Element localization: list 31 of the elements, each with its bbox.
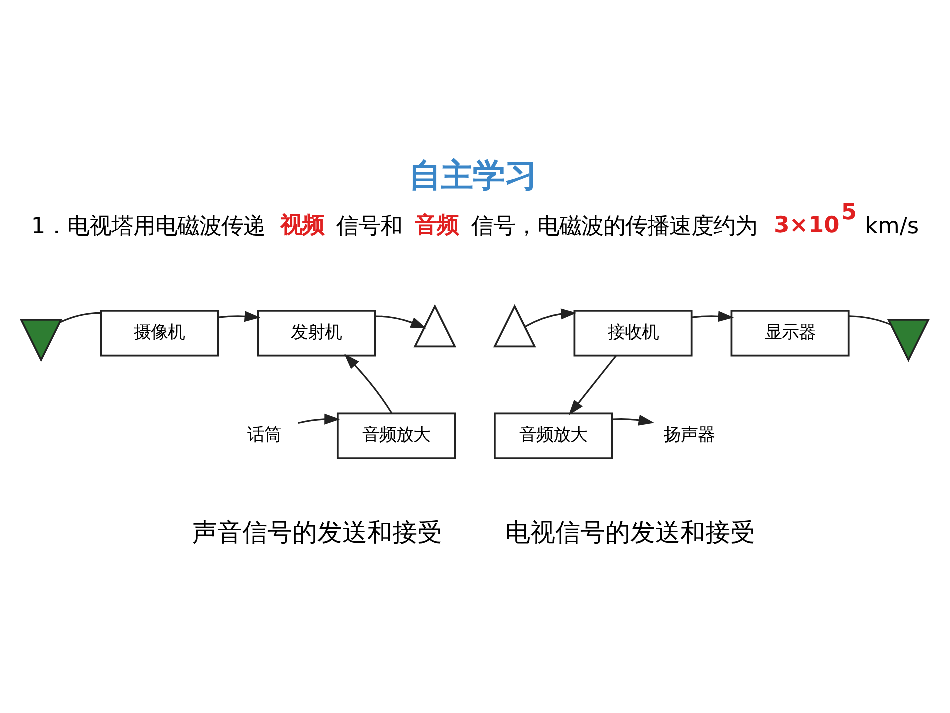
arrow bbox=[612, 414, 654, 426]
node-picture bbox=[493, 304, 536, 348]
label: km/s bbox=[865, 213, 920, 239]
diagram-title: 自主学习 bbox=[408, 156, 537, 194]
node-text: 扬声器 bbox=[664, 425, 715, 446]
arrow bbox=[568, 354, 617, 416]
node-box: 音频放大 bbox=[494, 412, 614, 459]
label: 1．电视塔用电磁波传递 bbox=[31, 213, 266, 239]
label: 声音信号的发送和接受 bbox=[192, 517, 443, 546]
label: 电视信号的发送和接受 bbox=[506, 517, 756, 546]
node-box: 接收机 bbox=[574, 309, 693, 356]
connector bbox=[849, 315, 892, 326]
arrow bbox=[344, 354, 393, 414]
label: 视频 bbox=[280, 212, 325, 238]
label: 信号，电磁波的传播速度约为 bbox=[471, 213, 758, 239]
node-picture bbox=[887, 318, 930, 362]
node-box: 显示器 bbox=[730, 309, 850, 356]
arrow bbox=[692, 310, 734, 322]
label: 音频 bbox=[415, 212, 460, 238]
node-picture bbox=[20, 318, 63, 362]
label: 信号和 bbox=[336, 213, 403, 239]
node-box: 摄像机 bbox=[100, 309, 220, 356]
arrow bbox=[524, 308, 577, 328]
arrow bbox=[298, 413, 340, 424]
connector bbox=[60, 312, 102, 323]
arrow bbox=[218, 310, 261, 322]
node-box: 音频放大 bbox=[336, 412, 456, 459]
node-picture bbox=[414, 304, 457, 348]
arrow bbox=[375, 315, 427, 328]
node-box: 发射机 bbox=[257, 309, 376, 356]
node-text: 话筒 bbox=[247, 425, 282, 446]
